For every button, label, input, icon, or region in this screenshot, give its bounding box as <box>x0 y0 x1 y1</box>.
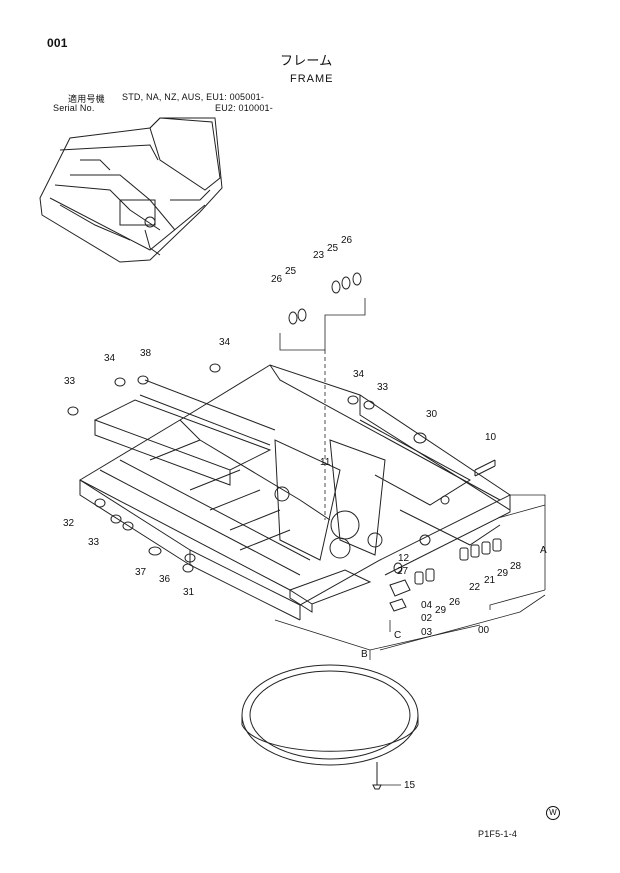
callout-34-left: 34 <box>104 353 116 364</box>
callout-33-bottom: 33 <box>88 537 100 548</box>
applicability-label-jp: 適用号機 <box>68 94 105 104</box>
callout-26-left: 26 <box>271 274 283 285</box>
callout-labels: 26 25 23 25 26 34 38 34 33 34 33 30 10 1… <box>63 235 547 791</box>
callout-28: 28 <box>510 561 522 572</box>
applicability-line2: EU2: 010001- <box>215 103 273 113</box>
callout-03: 03 <box>421 627 433 638</box>
callout-A: A <box>540 545 547 556</box>
title-japanese: フレーム <box>280 53 333 68</box>
callout-12: 12 <box>398 553 410 564</box>
callout-23: 23 <box>313 250 325 261</box>
callout-25-left: 25 <box>285 266 297 277</box>
callout-C: C <box>394 630 401 641</box>
trademark-mark: W <box>546 806 560 820</box>
callout-29-right: 29 <box>497 568 509 579</box>
callout-10: 10 <box>485 432 497 443</box>
callout-04: 04 <box>421 600 433 611</box>
callout-27: 27 <box>397 566 409 577</box>
callout-36: 36 <box>159 574 171 585</box>
callout-30: 30 <box>426 409 438 420</box>
page-number: 001 <box>47 36 68 50</box>
machine-overview-illustration <box>39 117 223 263</box>
callout-21: 21 <box>484 575 496 586</box>
figure-code: P1F5-1-4 <box>478 829 518 839</box>
callout-33-left: 33 <box>64 376 76 387</box>
callout-38: 38 <box>140 348 152 359</box>
main-frame <box>79 364 511 621</box>
callout-37: 37 <box>135 567 147 578</box>
parts <box>67 272 502 790</box>
callout-22: 22 <box>469 582 481 593</box>
callout-31: 31 <box>183 587 195 598</box>
callout-26-bottom: 26 <box>449 597 461 608</box>
callout-00: 00 <box>478 625 490 636</box>
callout-11: 11 <box>320 457 331 468</box>
callout-B: B <box>361 649 368 660</box>
callout-02: 02 <box>421 613 433 624</box>
callout-33-right: 33 <box>377 382 389 393</box>
callout-34-right: 34 <box>353 369 365 380</box>
applicability-line1: STD, NA, NZ, AUS, EU1: 005001- <box>122 92 265 102</box>
reference-lines <box>274 298 546 660</box>
callout-26-right: 26 <box>341 235 353 246</box>
callout-34-top: 34 <box>219 337 231 348</box>
callout-29-left: 29 <box>435 605 447 616</box>
callout-15: 15 <box>404 780 416 791</box>
title-english: FRAME <box>290 73 334 85</box>
callout-25-right: 25 <box>327 243 339 254</box>
callout-32: 32 <box>63 518 75 529</box>
applicability-label-en: Serial No. <box>53 103 95 113</box>
